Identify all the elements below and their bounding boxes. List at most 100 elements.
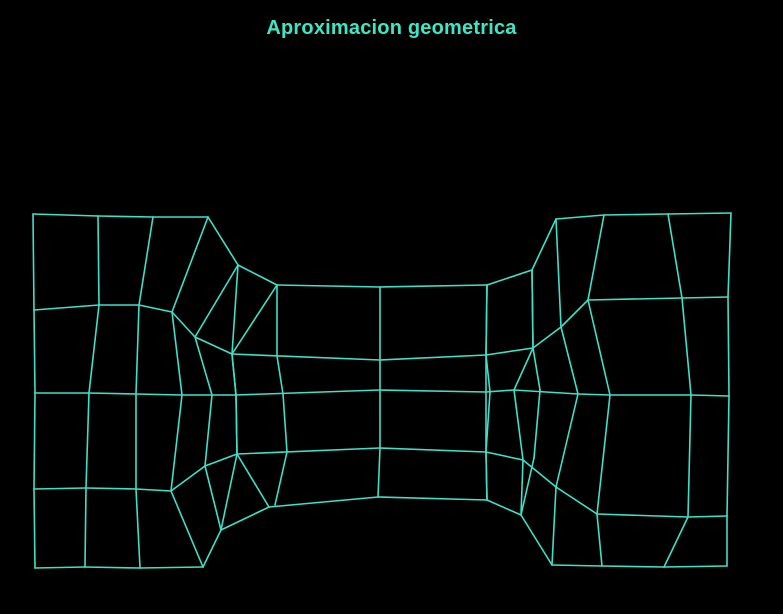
mesh-edge-horizontal xyxy=(204,453,238,467)
mesh-edge-horizontal xyxy=(551,564,603,567)
mesh-edge-vertical xyxy=(687,394,692,518)
mesh-edge-vertical xyxy=(513,347,534,391)
mesh-edge-subdivision xyxy=(282,393,288,453)
mesh-edge-vertical xyxy=(171,216,209,313)
mesh-edge-horizontal xyxy=(88,392,137,395)
mesh-edge-vertical xyxy=(84,487,87,568)
mesh-edge-horizontal xyxy=(379,354,487,361)
mesh-edge-vertical xyxy=(32,213,35,311)
mesh-edge-horizontal xyxy=(268,496,379,508)
mesh-edge-horizontal xyxy=(231,353,381,361)
mesh-edge-horizontal xyxy=(513,389,579,395)
mesh-edge-subdivision xyxy=(485,451,488,501)
mesh-edge-horizontal xyxy=(379,389,487,393)
mesh-edge-horizontal xyxy=(135,393,183,396)
mesh-edge-vertical xyxy=(194,264,239,338)
mesh-edge-horizontal xyxy=(532,326,562,349)
mesh-edge-vertical xyxy=(33,392,36,490)
mesh-edge-horizontal xyxy=(663,565,728,568)
mesh-edge-horizontal xyxy=(138,304,173,313)
mesh-edge-subdivision xyxy=(274,451,288,506)
mesh-edge-horizontal xyxy=(135,488,172,492)
mesh-edge-subdivision xyxy=(531,269,534,349)
mesh-edge-horizontal xyxy=(603,213,669,216)
mesh-edge-vertical xyxy=(204,394,213,467)
mesh-edge-vertical xyxy=(587,299,611,396)
mesh-edge-horizontal xyxy=(139,566,204,569)
mesh-edge-horizontal xyxy=(560,299,589,328)
mesh-edge-vertical xyxy=(135,488,141,569)
mesh-edge-horizontal xyxy=(486,269,533,286)
mesh-edge-vertical xyxy=(726,395,730,517)
mesh-edge-vertical xyxy=(727,212,732,298)
mesh-edge-vertical xyxy=(551,486,557,566)
mesh-edge-subdivision xyxy=(220,453,238,531)
mesh-edge-subdivision xyxy=(231,353,237,396)
mesh-edge-horizontal xyxy=(577,393,611,396)
mesh-edge-horizontal xyxy=(33,304,100,311)
mesh-edge-vertical xyxy=(170,490,204,568)
mesh-edge-horizontal xyxy=(235,389,381,396)
mesh-edge-horizontal xyxy=(690,394,730,397)
mesh-edge-horizontal xyxy=(601,565,665,568)
mesh-edge-vertical xyxy=(231,284,278,355)
mesh-edge-vertical xyxy=(727,296,730,397)
mesh-edge-horizontal xyxy=(531,218,557,271)
mesh-edge-vertical xyxy=(596,394,611,515)
mesh-edge-horizontal xyxy=(555,486,598,515)
mesh-edge-subdivision xyxy=(520,457,535,516)
mesh-edge-horizontal xyxy=(85,487,137,490)
mesh-edge-vertical xyxy=(681,297,692,396)
mesh-edge-horizontal xyxy=(667,212,732,215)
mesh-edge-horizontal xyxy=(377,496,488,501)
mesh-edge-vertical xyxy=(236,453,270,508)
mesh-edge-vertical xyxy=(97,215,100,306)
mesh-edge-horizontal xyxy=(32,213,99,217)
mesh-edge-horizontal xyxy=(202,529,222,568)
mesh-edge-vertical xyxy=(663,516,689,568)
mesh-edge-vertical xyxy=(377,447,381,498)
mesh-edge-vertical xyxy=(33,488,36,569)
mesh-edge-horizontal xyxy=(34,566,86,569)
mesh-edge-horizontal xyxy=(171,311,196,338)
mesh-edge-vertical xyxy=(138,216,154,306)
mesh-edge-horizontal xyxy=(237,264,278,286)
mesh-group xyxy=(32,212,732,569)
mesh-edge-vertical xyxy=(171,311,183,396)
mesh-edge-subdivision xyxy=(485,284,488,356)
mesh-edge-horizontal xyxy=(84,566,141,569)
mesh-edge-vertical xyxy=(170,394,183,492)
mesh-edge-horizontal xyxy=(681,296,729,299)
mesh-edge-vertical xyxy=(33,309,36,394)
mesh-edge-subdivision xyxy=(532,347,541,391)
mesh-edge-vertical xyxy=(194,336,213,396)
mesh-edge-horizontal xyxy=(485,451,524,461)
mesh-edge-horizontal xyxy=(379,284,488,288)
mesh-edge-horizontal xyxy=(555,214,605,220)
mesh-edge-vertical xyxy=(85,392,90,489)
mesh-edge-vertical xyxy=(667,213,683,299)
mesh-edge-horizontal xyxy=(194,336,233,355)
mesh-edge-horizontal xyxy=(587,297,683,301)
mesh-edge-subdivision xyxy=(533,389,541,459)
mesh-edge-vertical xyxy=(520,459,524,516)
mesh-edge-horizontal xyxy=(687,515,728,518)
mesh-edge-horizontal xyxy=(236,447,381,455)
mesh-edge-vertical xyxy=(88,304,100,394)
mesh-edge-vertical xyxy=(555,218,562,328)
mesh-edge-horizontal xyxy=(220,506,270,531)
mesh-edge-subdivision xyxy=(485,391,491,453)
mesh-edge-vertical xyxy=(513,389,524,461)
mesh-edge-subdivision xyxy=(231,264,239,355)
mesh-edge-subdivision xyxy=(485,354,491,393)
mesh-edge-vertical xyxy=(204,465,222,531)
mesh-edge-horizontal xyxy=(97,215,154,218)
mesh-edge-horizontal xyxy=(33,487,87,490)
figure-title: Aproximacion geometrica xyxy=(266,17,517,39)
mesh-edge-horizontal xyxy=(379,447,487,453)
mesh-edge-vertical xyxy=(560,326,579,395)
mesh-edge-vertical xyxy=(555,393,579,488)
mesh-edge-subdivision xyxy=(276,355,284,395)
